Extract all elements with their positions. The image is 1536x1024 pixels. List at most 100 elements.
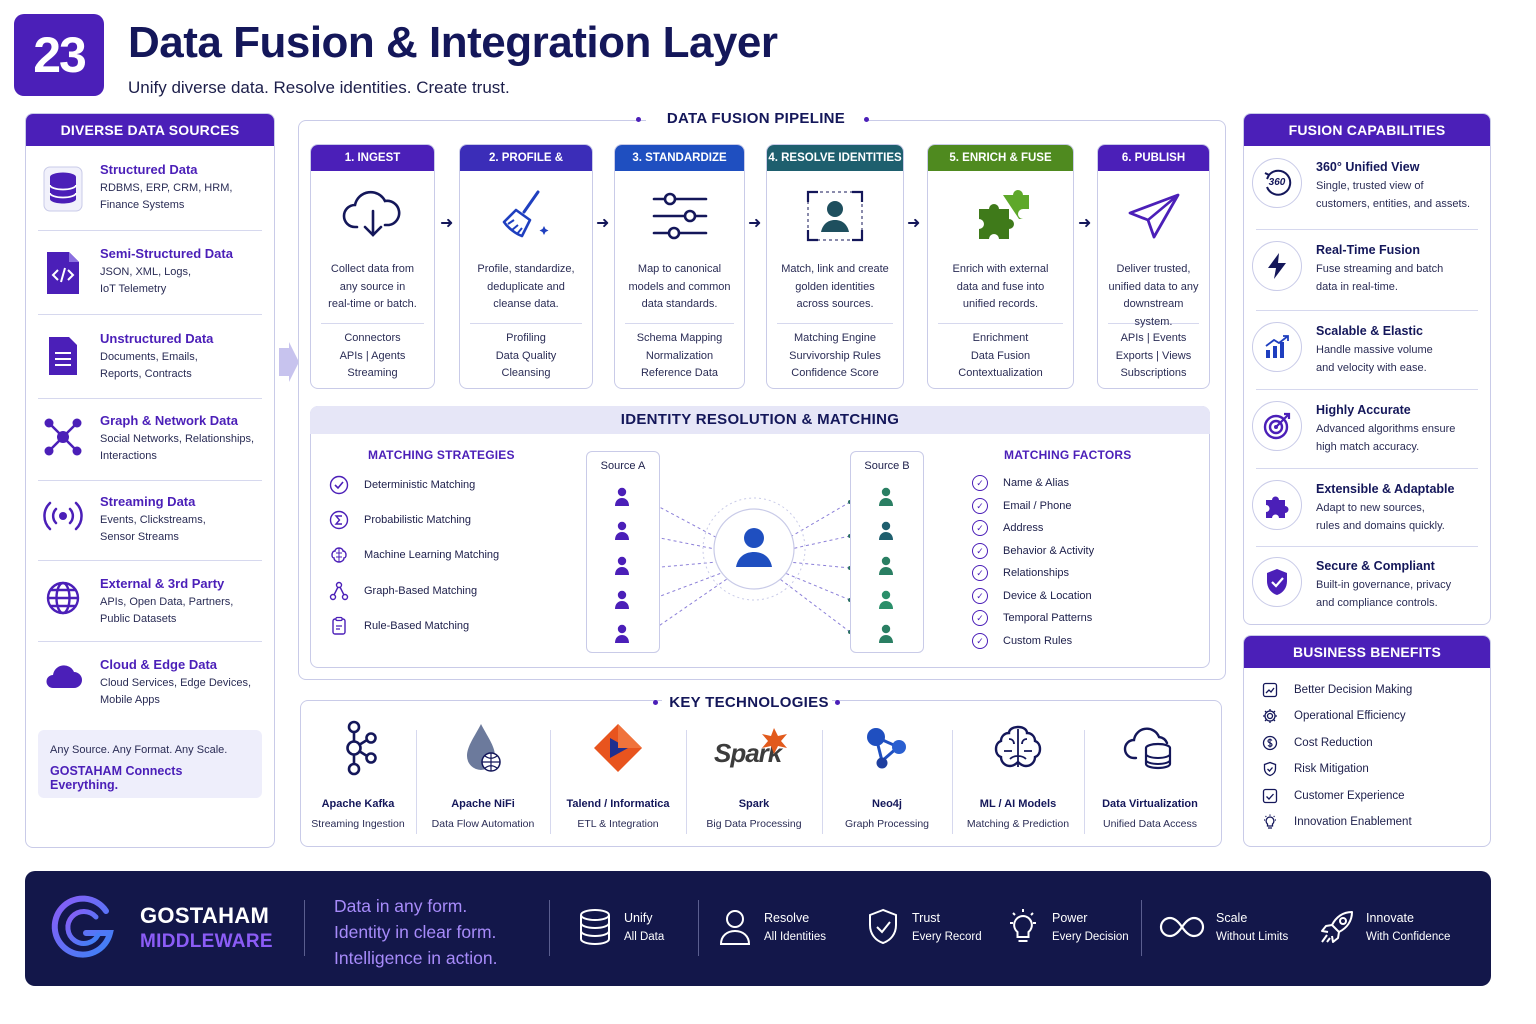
sliders-icon (615, 171, 744, 261)
footer-item-sub: All Identities (764, 931, 827, 943)
check-icon: ✓ (972, 610, 988, 626)
section-number: 23 (33, 27, 87, 83)
person-icon (879, 556, 893, 575)
strategy-label: Machine Learning Matching (364, 549, 500, 561)
factor-item: ✓Temporal Patterns (972, 610, 1092, 626)
factor-item: ✓ Address (972, 520, 1043, 536)
source-graph: Graph & Network Data Social Networks, Re… (40, 413, 262, 465)
divider (38, 398, 262, 399)
shield-icon (1262, 761, 1278, 777)
footer-tagline: Data in any form. (334, 896, 468, 916)
decision-icon (1262, 682, 1278, 698)
gear-icon (1262, 708, 1278, 724)
factor-label: Behavior & Activity (1003, 545, 1095, 557)
footer-item-title: Innovate (1366, 911, 1414, 925)
tech-sub: Data Flow Automation (431, 818, 535, 830)
divider (416, 730, 417, 834)
database-icon (40, 162, 86, 214)
brain-icon (328, 544, 350, 566)
footer-item-title: Resolve (764, 911, 810, 925)
strategy-ml: Machine Learning Matching (328, 544, 499, 566)
step-label: 3. STANDARDIZE (615, 145, 744, 171)
tech-ml-ai: ML / AI Models Matching & Prediction (952, 712, 1084, 834)
nifi-drop-icon (416, 712, 550, 784)
benefit-item: Risk Mitigation (1262, 761, 1369, 777)
strategy-label: Graph-Based Matching (364, 585, 478, 597)
step-label: 2. PROFILE & CLEANSE (460, 145, 592, 190)
any-source-line: Any Source. Any Format. Any Scale. (50, 744, 228, 756)
sources-panel: DIVERSE DATA SOURCES Structured Data RDB… (25, 113, 275, 848)
tech-sub: Matching & Prediction (966, 818, 1070, 830)
document-icon (40, 331, 86, 383)
person-icon (615, 556, 629, 575)
factor-item: ✓Email / Phone (972, 498, 1071, 514)
tech-nifi: Apache NiFi Data Flow Automation (416, 712, 550, 834)
user-icon (716, 908, 754, 946)
divider (470, 323, 582, 324)
arrow-right-icon: ➜ (907, 215, 921, 232)
network-icon (40, 413, 86, 465)
strategy-label: Rule-Based Matching (364, 620, 470, 632)
person-icon (879, 487, 893, 506)
source-streaming: Streaming Data Events, Clickstreams,Sens… (40, 494, 262, 546)
factor-label: Address (1003, 522, 1044, 534)
check-icon: ✓ (972, 543, 988, 559)
golden-identity-icon (702, 497, 806, 601)
capability-title: Highly Accurate (1316, 403, 1411, 417)
shield-check-icon (864, 908, 902, 946)
flow-chevron-icon (279, 342, 299, 382)
tech-sub: Graph Processing (844, 818, 930, 830)
identity-heading: IDENTITY RESOLUTION & MATCHING (310, 406, 1210, 434)
source-title: Semi-Structured Data (100, 246, 233, 261)
neo4j-graph-icon (822, 712, 952, 784)
divider (1256, 468, 1478, 469)
factor-label: Email / Phone (1003, 500, 1072, 512)
globe-icon (40, 576, 86, 628)
person-icon (615, 590, 629, 609)
divider (938, 323, 1063, 324)
tech-sub: Unified Data Access (1103, 818, 1197, 830)
strategies-heading: MATCHING STRATEGIES (368, 448, 515, 462)
footer-item-title: Trust (912, 911, 941, 925)
shield-check-icon (1252, 557, 1302, 607)
360-view-icon: 360 (1252, 158, 1302, 208)
tech-sub: Streaming Ingestion (311, 818, 405, 830)
person-icon (879, 521, 893, 540)
divider (952, 730, 953, 834)
arrow-right-icon: ➜ (596, 215, 610, 232)
page-subtitle: Unify diverse data. Resolve identities. … (128, 78, 510, 97)
tech-name: Apache NiFi (451, 798, 515, 810)
graph-nodes-icon (328, 580, 350, 602)
factor-label: Name & Alias (1003, 477, 1070, 489)
check-icon: ✓ (972, 520, 988, 536)
tech-name: ML / AI Models (979, 798, 1057, 810)
puzzle-piece-icon (1252, 480, 1302, 530)
kafka-icon (300, 712, 416, 784)
tech-name: Neo4j (872, 798, 902, 810)
source-title: Cloud & Edge Data (100, 657, 218, 672)
strategy-label: Probabilistic Matching (364, 514, 471, 526)
tech-heading-backdrop (662, 690, 832, 714)
source-external: External & 3rd Party APIs, Open Data, Pa… (40, 576, 262, 628)
pipeline-step-profile-cleanse: 2. PROFILE & CLEANSE Profile, standardiz… (459, 144, 593, 389)
tech-data-virtualization: Data Virtualization Unified Data Access (1084, 712, 1216, 834)
step-label: 5. ENRICH & FUSE (928, 145, 1073, 171)
footer-item-title: Power (1052, 911, 1088, 925)
lightbulb-icon (1262, 814, 1278, 830)
factor-item: ✓ Behavior & Activity (972, 543, 1094, 559)
tech-name: Talend / Informatica (566, 798, 670, 810)
